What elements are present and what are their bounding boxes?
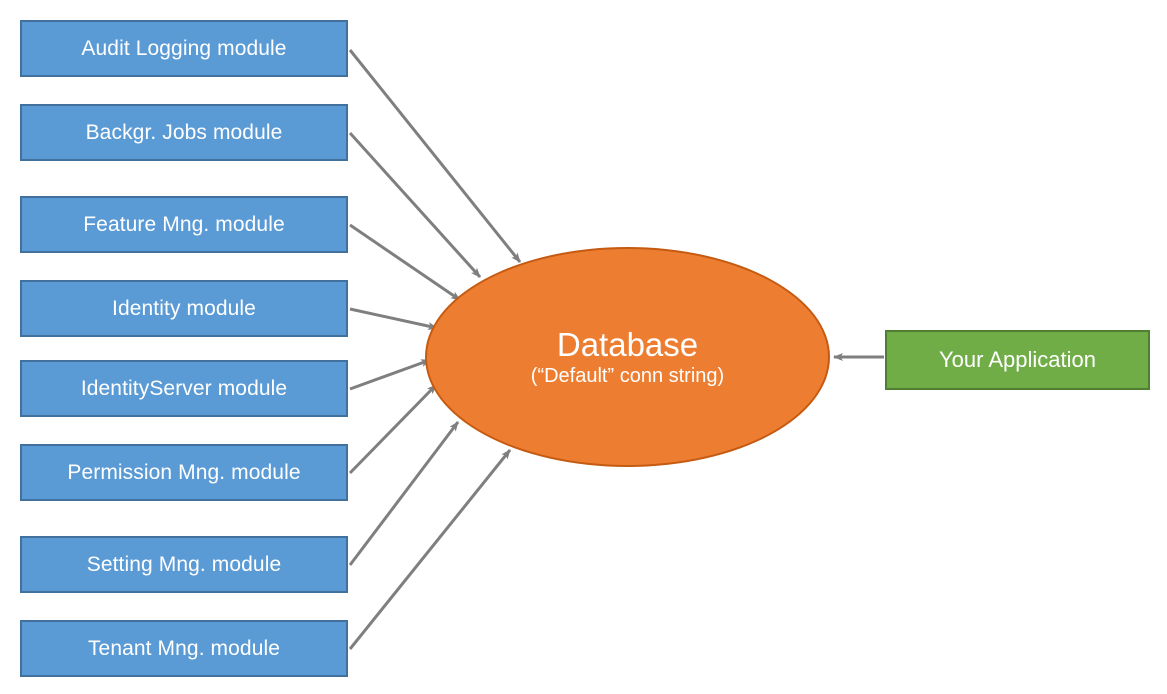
module-label: Feature Mng. module: [83, 212, 285, 236]
application-node[interactable]: Your Application: [885, 330, 1150, 390]
module-box-permission-mng[interactable]: Permission Mng. module: [20, 444, 348, 501]
database-node[interactable]: Database (“Default” conn string): [425, 247, 830, 467]
arrow-tenant-mng-to-database: [348, 449, 512, 650]
module-label: Permission Mng. module: [67, 460, 301, 484]
module-box-background-jobs[interactable]: Backgr. Jobs module: [20, 104, 348, 161]
arrow-permission-mng-to-database: [348, 383, 438, 475]
arrow-setting-mng-to-database: [348, 421, 460, 566]
module-label: Tenant Mng. module: [87, 636, 281, 660]
module-box-setting-mng[interactable]: Setting Mng. module: [20, 536, 348, 593]
module-label: Backgr. Jobs module: [85, 120, 283, 144]
application-label: Your Application: [939, 347, 1096, 372]
module-label: Identity module: [112, 296, 256, 320]
database-subtitle: (“Default” conn string): [530, 365, 725, 388]
module-box-tenant-mng[interactable]: Tenant Mng. module: [20, 620, 348, 677]
arrow-identityserver-to-database: [349, 358, 431, 391]
database-title: Database: [556, 325, 699, 363]
arrow-audit-logging-to-database: [348, 49, 522, 263]
module-box-identityserver[interactable]: IdentityServer module: [20, 360, 348, 417]
module-label: Audit Logging module: [81, 36, 287, 60]
module-box-feature-mng[interactable]: Feature Mng. module: [20, 196, 348, 253]
module-label: Setting Mng. module: [86, 552, 282, 576]
module-box-audit-logging[interactable]: Audit Logging module: [20, 20, 348, 77]
module-label: IdentityServer module: [80, 376, 288, 400]
arrow-feature-mng-to-database: [349, 223, 461, 302]
arrow-identity-to-database: [349, 307, 438, 330]
module-box-identity[interactable]: Identity module: [20, 280, 348, 337]
arrow-background-jobs-to-database: [348, 131, 482, 279]
